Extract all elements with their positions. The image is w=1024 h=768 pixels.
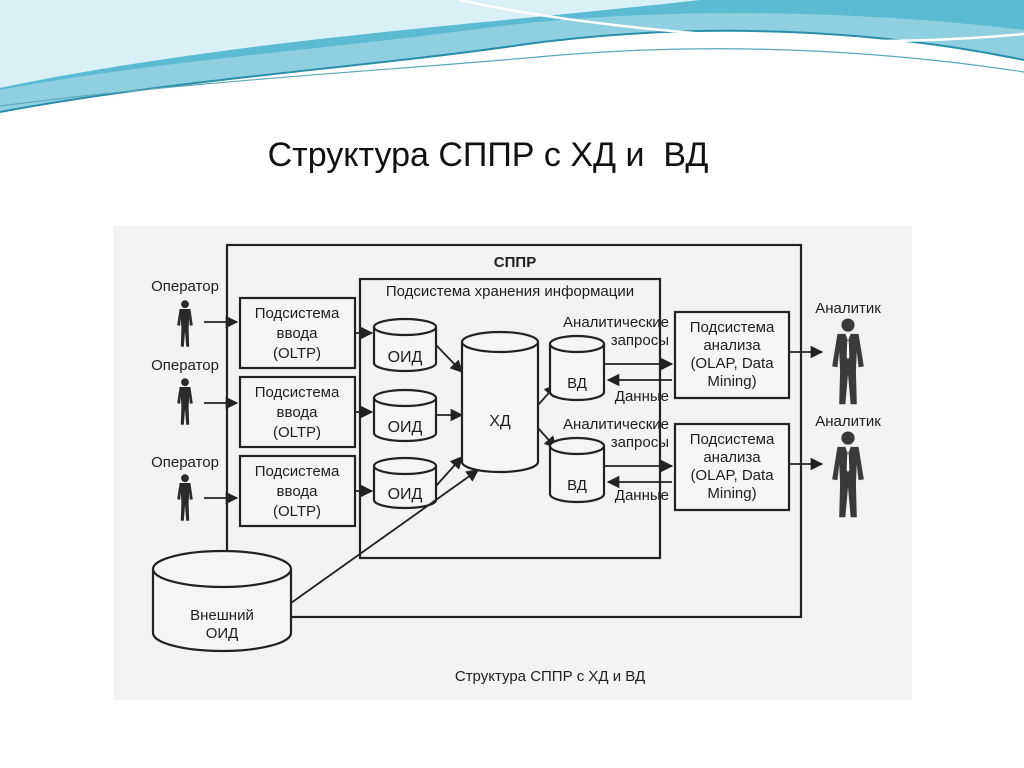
input-subsystem-2-line2: ввода — [277, 404, 319, 421]
input-subsystem-1-line2: ввода — [277, 325, 319, 342]
input-subsystem-1 — [238, 296, 357, 370]
input-subsystem-2-line3: (OLTP) — [273, 424, 321, 441]
dss-label: СППР — [494, 254, 536, 271]
analysis-subsystem-2 — [673, 422, 791, 512]
external-oid-cylinder — [151, 549, 293, 653]
analyst-label-2: Аналитик — [815, 413, 881, 430]
input-subsystem-3-line3: (OLTP) — [273, 503, 321, 520]
query-label-1-line2: запросы — [611, 332, 669, 349]
analysis-subsystem-1-line3: (OLAP, Data — [690, 355, 774, 372]
input-subsystem-2 — [238, 375, 357, 449]
data-warehouse-label: ХД — [489, 413, 511, 430]
input-subsystem-3-line1: Подсистема — [255, 463, 340, 480]
data-mart-cylinder-2 — [548, 436, 606, 504]
input-subsystem-3 — [238, 454, 357, 528]
analysis-subsystem-1 — [673, 310, 791, 400]
analyst-icon-1 — [832, 318, 864, 405]
data-warehouse-cylinder — [460, 330, 540, 474]
slide-title: Структура СППР с ХД и ВД — [267, 136, 709, 174]
dss-frame — [225, 243, 803, 619]
oid-to-dw-arrow-3 — [435, 456, 463, 487]
operator-icon-1 — [177, 300, 193, 347]
analysis-subsystem-2-line1: Подсистема — [690, 431, 775, 448]
oid-label-1: ОИД — [388, 349, 423, 366]
operator-label-3: Оператор — [151, 454, 219, 471]
storage-subsystem-label: Подсистема хранения информации — [386, 283, 634, 300]
oid-cylinder-3 — [372, 456, 438, 510]
input-subsystem-3-line2: ввода — [277, 483, 319, 500]
external-oid-label-line2: ОИД — [206, 625, 239, 642]
query-label-2-line1: Аналитические — [563, 416, 669, 433]
query-label-1-line1: Аналитические — [563, 314, 669, 331]
oid-label-2: ОИД — [388, 419, 423, 436]
analysis-subsystem-2-line3: (OLAP, Data — [690, 467, 774, 484]
analysis-subsystem-2-line2: анализа — [703, 449, 761, 466]
oid-cylinder-1 — [372, 317, 438, 373]
data-mart-label-2: ВД — [567, 477, 587, 494]
input-subsystem-2-line1: Подсистема — [255, 384, 340, 401]
analysis-subsystem-2-line4: Mining) — [707, 485, 756, 502]
operator-icon-2 — [177, 378, 193, 425]
external-oid-to-dw-arrow — [290, 469, 480, 604]
diagram-caption: Структура СППР с ХД и ВД — [455, 668, 645, 685]
oid-to-dw-arrow-1 — [435, 344, 463, 373]
analysis-subsystem-1-line1: Подсистема — [690, 319, 775, 336]
analysis-subsystem-1-line4: Mining) — [707, 373, 756, 390]
oid-cylinder-2 — [372, 388, 438, 443]
query-label-2-line2: запросы — [611, 434, 669, 451]
operator-label-2: Оператор — [151, 357, 219, 374]
analysis-subsystem-1-line2: анализа — [703, 337, 761, 354]
analyst-icon-2 — [832, 431, 864, 518]
input-subsystem-1-line3: (OLTP) — [273, 345, 321, 362]
oid-label-3: ОИД — [388, 486, 423, 503]
operator-icon-3 — [177, 474, 193, 521]
storage-subsystem-frame — [358, 277, 662, 560]
data-label-1: Данные — [615, 388, 669, 405]
operator-label-1: Оператор — [151, 278, 219, 295]
external-oid-label-line1: Внешний — [190, 607, 254, 624]
analyst-label-1: Аналитик — [815, 300, 881, 317]
data-mart-label-1: ВД — [567, 375, 587, 392]
data-mart-cylinder-1 — [548, 334, 606, 402]
data-label-2: Данные — [615, 487, 669, 504]
header-wave-decoration — [0, 0, 1024, 113]
input-subsystem-1-line1: Подсистема — [255, 305, 340, 322]
